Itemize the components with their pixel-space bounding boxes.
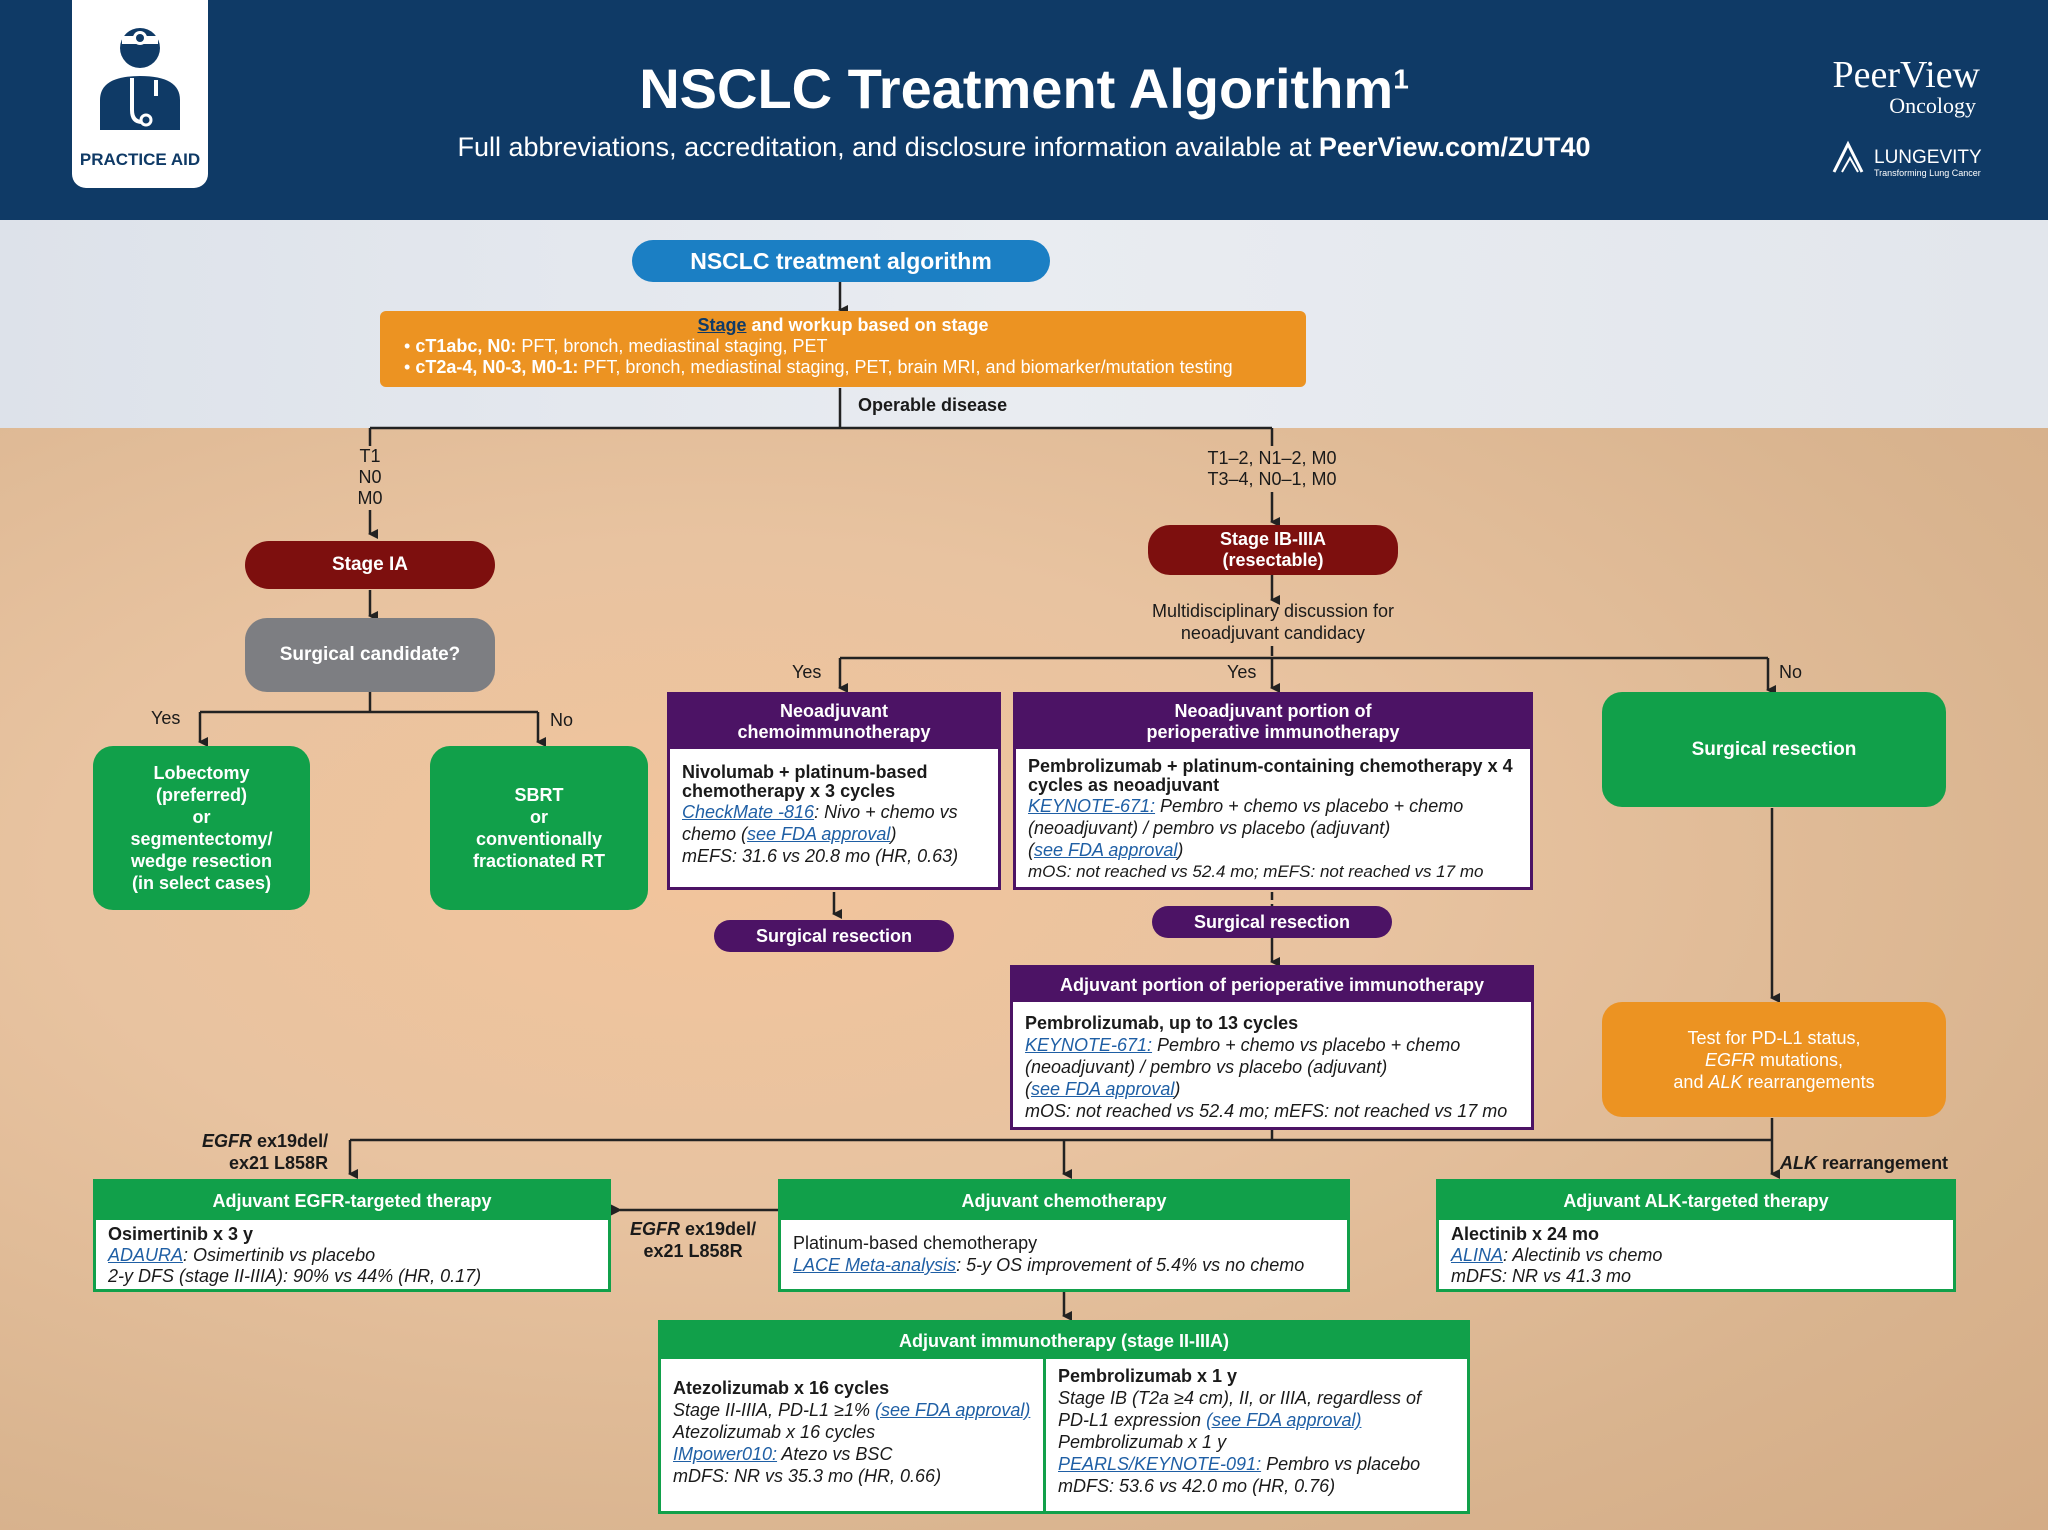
no-label-left: No <box>550 710 574 730</box>
adj-immuno-box: Adjuvant immunotherapy (stage II-IIIA) A… <box>658 1320 1470 1514</box>
adj-chemo-header: Adjuvant chemotherapy <box>781 1182 1347 1220</box>
adj-periop-box: Adjuvant portion of perioperative immuno… <box>1010 965 1534 1130</box>
adj-periop-header: Adjuvant portion of perioperative immuno… <box>1013 968 1531 1002</box>
checkmate-816-link[interactable]: CheckMate -816 <box>682 802 815 822</box>
pembrolizumab-panel: Pembrolizumab x 1 y Stage IB (T2a ≥4 cm)… <box>1058 1366 1422 1496</box>
badge-label: PRACTICE AID <box>79 150 201 169</box>
neo-periop-drug: Pembrolizumab + platinum-containing chem… <box>1028 756 1513 795</box>
adj-egfr-header: Adjuvant EGFR-targeted therapy <box>96 1182 608 1220</box>
pembro-fda-link[interactable]: (see FDA approval) <box>1206 1410 1362 1430</box>
keynote-671-link[interactable]: KEYNOTE-671: <box>1028 796 1156 816</box>
adaura-link[interactable]: ADAURA <box>108 1245 184 1265</box>
adj-alk-header: Adjuvant ALK-targeted therapy <box>1439 1182 1953 1220</box>
test-pdl1-node: Test for PD-L1 status, EGFR mutations, a… <box>1602 1002 1946 1117</box>
yes-label-left: Yes <box>151 708 181 728</box>
adj-egfr-box: Adjuvant EGFR-targeted therapy Osimertin… <box>93 1179 611 1292</box>
atezolizumab-panel: Atezolizumab x 16 cycles Stage II-IIIA, … <box>661 1359 1046 1511</box>
neo-periop-fda-link[interactable]: see FDA approval <box>1034 840 1178 860</box>
adj-chemo-box: Adjuvant chemotherapy Platinum-based che… <box>778 1179 1350 1292</box>
yes-label-mid-left: Yes <box>792 662 822 682</box>
adj-periop-drug: Pembrolizumab, up to 13 cycles <box>1025 1013 1299 1033</box>
lungevity-logo-icon <box>1832 140 1864 173</box>
alina-link[interactable]: ALINA <box>1451 1245 1504 1265</box>
workup-bullet-2: • cT2a-4, N0-3, M0-1: PFT, bronch, media… <box>404 357 1233 377</box>
keynote-671-link-adj[interactable]: KEYNOTE-671: <box>1025 1035 1153 1055</box>
adj-immuno-header: Adjuvant immunotherapy (stage II-IIIA) <box>661 1323 1467 1359</box>
yes-label-mid: Yes <box>1227 662 1257 682</box>
egfr-label-left: EGFR ex19del/ ex21 L858R <box>202 1131 329 1173</box>
adj-periop-fda-link[interactable]: see FDA approval <box>1031 1079 1175 1099</box>
no-label-right: No <box>1779 662 1803 682</box>
surgical-resection-left: Surgical resection <box>714 920 954 952</box>
neo-chemo-fda-link[interactable]: see FDA approval <box>747 824 891 844</box>
subtitle-link[interactable]: PeerView.com/ZUT40 <box>1318 132 1591 162</box>
page-title: NSCLC Treatment Algorithm1 <box>639 57 1409 120</box>
stage-link[interactable]: Stage <box>697 315 747 335</box>
surgical-resection-mid: Surgical resection <box>1152 906 1392 938</box>
stage-ia-node: Stage IA <box>245 541 495 589</box>
peerview-logo: PeerView Oncology <box>1832 54 1980 118</box>
pearls-keynote-091-link[interactable]: PEARLS/KEYNOTE-091: <box>1058 1454 1262 1474</box>
start-node: NSCLC treatment algorithm <box>632 240 1050 282</box>
atezo-fda-link[interactable]: (see FDA approval) <box>874 1400 1031 1420</box>
lace-link[interactable]: LACE Meta-analysis <box>793 1255 957 1275</box>
operable-label: Operable disease <box>858 395 1008 415</box>
page-subtitle: Full abbreviations, accreditation, and d… <box>457 132 1591 162</box>
surgical-resection-right: Surgical resection <box>1602 692 1946 807</box>
workup-box: Stage and workup based on stage • cT1abc… <box>380 311 1306 387</box>
neo-chemo-drug: Nivolumab + platinum-based chemotherapy … <box>682 762 928 801</box>
workup-bullet-1: • cT1abc, N0: PFT, bronch, mediastinal s… <box>404 336 828 356</box>
doctor-icon <box>100 28 180 130</box>
impower010-link[interactable]: IMpower010: <box>673 1444 778 1464</box>
lobectomy-node: Lobectomy(preferred)or segmentectomy/wed… <box>93 746 310 910</box>
practice-aid-badge: PRACTICE AID <box>72 0 208 188</box>
adj-alk-box: Adjuvant ALK-targeted therapy Alectinib … <box>1436 1179 1956 1292</box>
header-bar <box>0 0 2048 220</box>
stage-ib-iiia-node: Stage IB-IIIA(resectable) <box>1148 525 1398 575</box>
surgical-candidate-node: Surgical candidate? <box>245 618 495 692</box>
egfr-label-mid: EGFR ex19del/ ex21 L858R <box>630 1219 757 1261</box>
alk-label: ALK rearrangement <box>1780 1153 1949 1173</box>
